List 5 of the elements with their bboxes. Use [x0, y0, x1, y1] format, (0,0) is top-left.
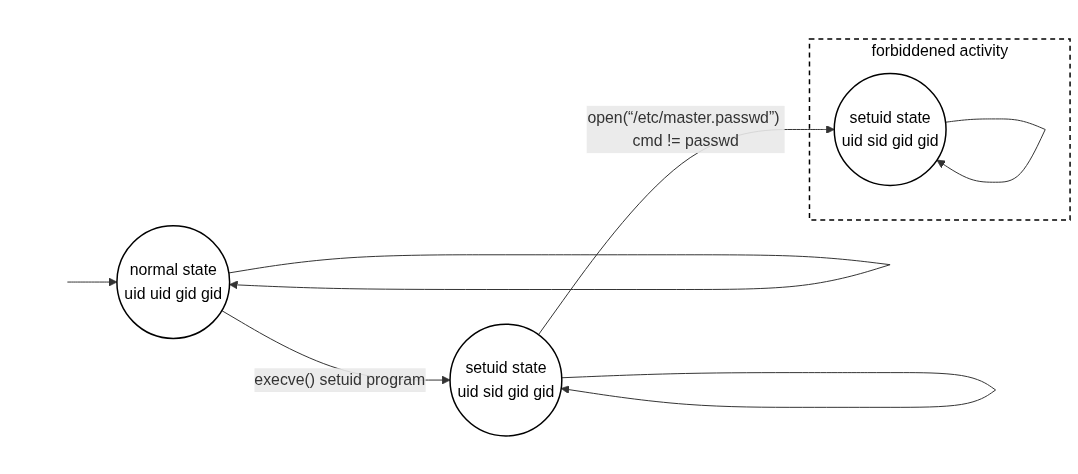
node-circle: setuid state uid sid gid gid	[449, 322, 563, 437]
node-circle: setuid state uid sid gid gid	[833, 72, 947, 186]
edge-label: execve() setuid program	[254, 370, 426, 388]
edge-label: open(“/etc/master.passwd”) cmd != passwd	[587, 108, 780, 149]
node-circle: normal state uid uid gid gid	[116, 224, 231, 339]
